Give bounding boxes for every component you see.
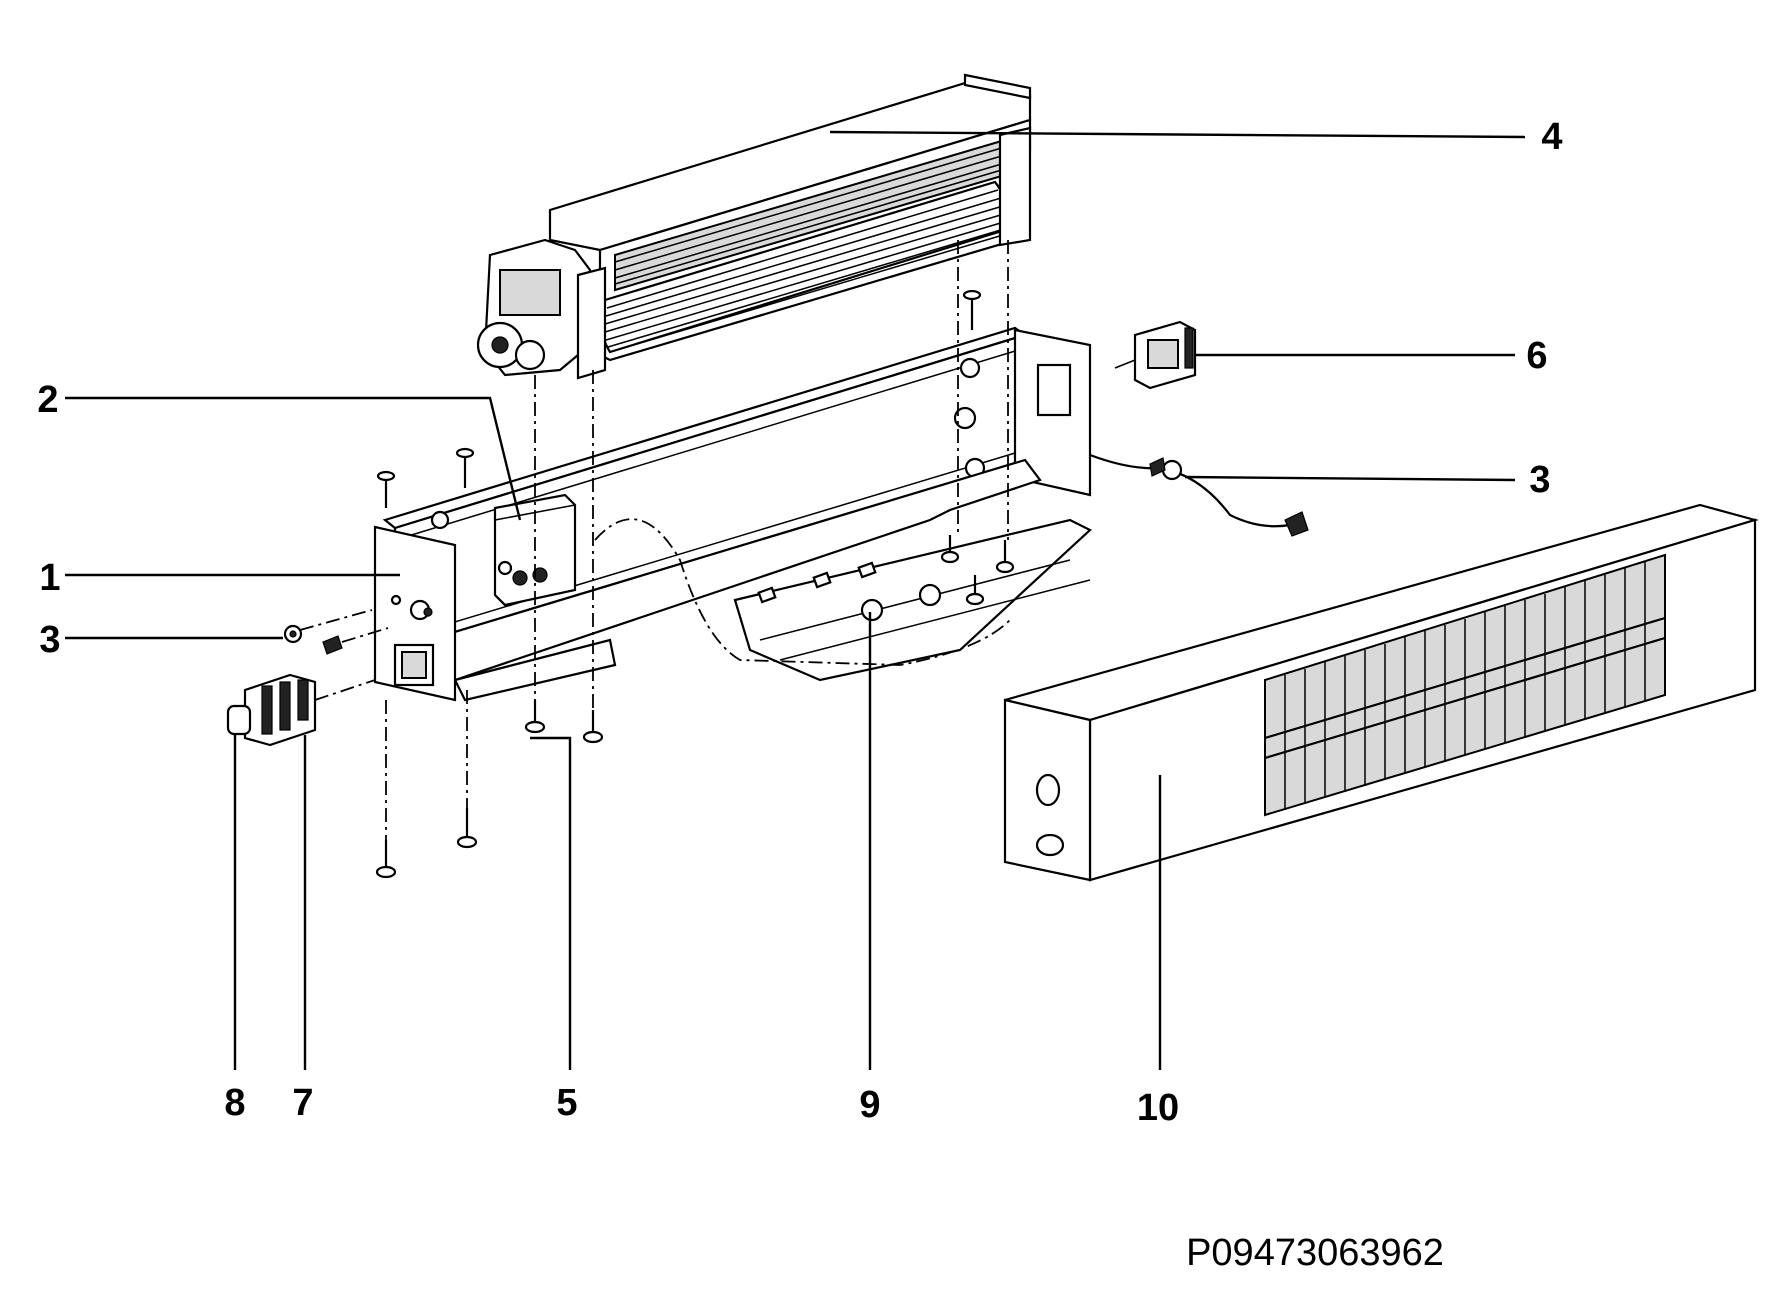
callout-2: 2 — [37, 379, 58, 421]
screw — [375, 840, 397, 879]
screw — [995, 540, 1015, 574]
callout-8: 8 — [224, 1082, 245, 1124]
blower-assembly-part-4 — [476, 73, 1032, 380]
callout-labels: 4 6 3 2 1 3 8 7 5 9 10 — [37, 116, 1562, 1129]
screw — [456, 808, 478, 849]
screw — [524, 700, 546, 734]
callout-6: 6 — [1526, 335, 1547, 377]
alignment-lines — [385, 240, 1009, 840]
callout-1: 1 — [39, 557, 60, 599]
grommet-part-3-left — [283, 609, 389, 655]
left-end-plate-part-1 — [373, 510, 457, 702]
louvre-slats — [1264, 562, 1666, 810]
callout-4: 4 — [1541, 116, 1562, 158]
chassis-tray — [382, 326, 1092, 702]
rocker-switch-part-6 — [1114, 320, 1197, 390]
callout-3-left: 3 — [39, 619, 60, 661]
screw — [962, 289, 982, 330]
front-cover-part-10 — [1003, 503, 1759, 882]
screw — [965, 575, 985, 606]
callout-3-right: 3 — [1529, 459, 1550, 501]
thermostat-probe-part-3-right — [1089, 453, 1309, 537]
screw — [455, 447, 475, 488]
upper-grille-lines — [614, 146, 1006, 285]
screw — [582, 710, 604, 744]
screw — [376, 470, 396, 508]
knob-part-8 — [226, 704, 252, 736]
callout-9: 9 — [859, 1084, 880, 1126]
diagram-part-code: P09473063962 — [1186, 1232, 1444, 1274]
screws — [375, 289, 1015, 879]
callout-10: 10 — [1137, 1087, 1179, 1129]
fan-blade-lines — [604, 189, 1005, 353]
selector-switch-part-7 — [243, 673, 376, 747]
leader-lines — [65, 130, 1526, 1070]
callout-5: 5 — [556, 1082, 577, 1124]
callout-7: 7 — [292, 1082, 313, 1124]
screw — [940, 535, 960, 564]
